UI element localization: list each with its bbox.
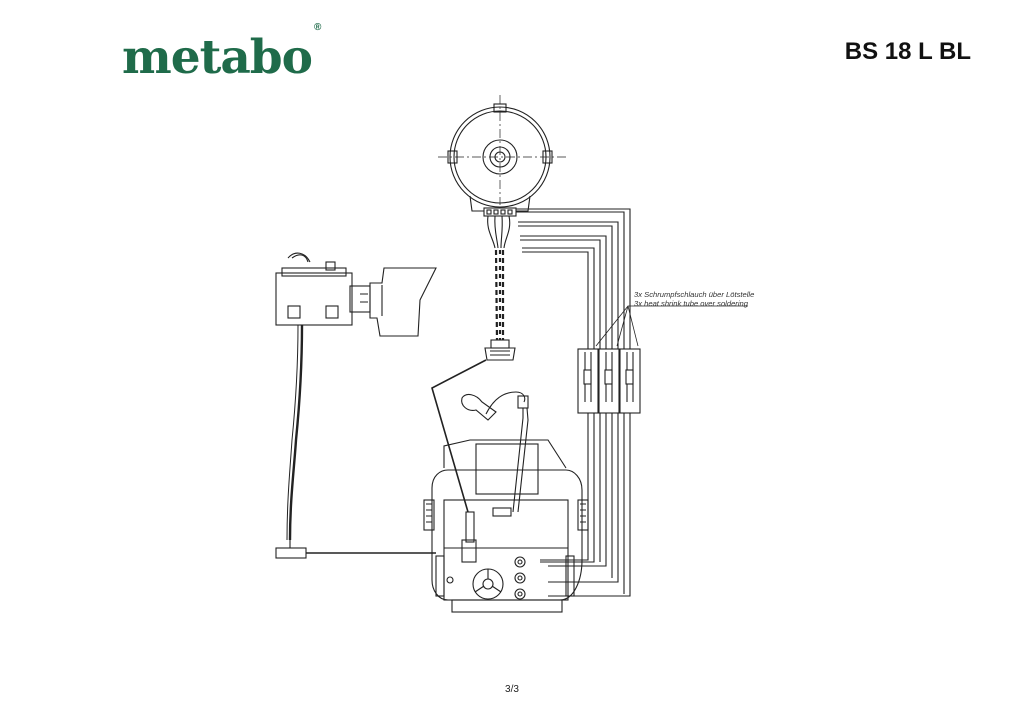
motor <box>438 95 566 217</box>
motor-sensor-cable <box>484 215 516 361</box>
annotation-english: 3x heat shrink tube over soldering <box>634 299 749 308</box>
registered-mark: ® <box>314 22 321 34</box>
sensor-lead <box>431 359 487 513</box>
metabo-logo: metabo® <box>122 22 321 85</box>
annotation-german: 3x Schrumpfschlauch über Lötstelle <box>634 290 754 299</box>
page-number: 3/3 <box>505 684 519 695</box>
brand-wordmark: metabo <box>122 30 313 85</box>
model-title: BS 18 L BL <box>844 38 971 65</box>
heat-shrink-tubes <box>577 305 748 414</box>
trigger-switch <box>275 252 437 337</box>
switch-cable <box>275 324 436 559</box>
electronics-housing <box>423 439 589 613</box>
led-lamp <box>461 391 529 513</box>
